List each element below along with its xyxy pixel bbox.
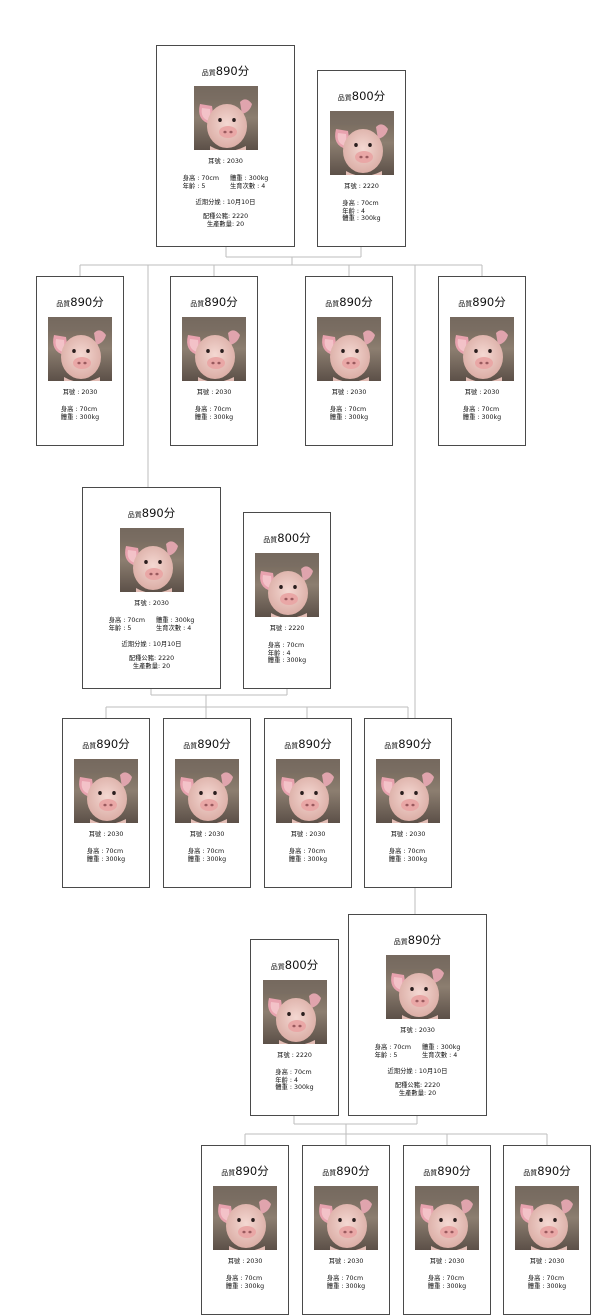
recent-birth: 近期分娩 : 10月10日	[121, 641, 182, 648]
pig-photo	[48, 317, 112, 381]
ear-tag: 耳號 : 2030	[464, 389, 500, 396]
ear-tag: 耳號 : 2030	[189, 831, 225, 838]
quality-score: 品質890分	[201, 64, 250, 78]
quality-score: 品質800分	[337, 89, 386, 103]
recent-birth: 近期分娩 : 10月10日	[387, 1068, 448, 1075]
pig-photo	[213, 1186, 277, 1250]
quality-score: 品質890分	[82, 737, 130, 751]
pig-photo	[175, 759, 239, 823]
pig-photo	[120, 528, 184, 592]
ear-tag: 耳號 : 2030	[290, 831, 326, 838]
ear-tag: 耳號 : 2030	[196, 389, 232, 396]
ear-tag: 耳號 : 2030	[88, 831, 124, 838]
quality-score: 品質890分	[384, 737, 432, 751]
quality-score: 品質890分	[284, 737, 332, 751]
quality-score: 品質800分	[263, 531, 311, 545]
pig-photo	[276, 759, 340, 823]
pig-photo	[255, 553, 319, 617]
pig-photo	[415, 1186, 479, 1250]
pig-photo	[263, 980, 327, 1044]
pig-photo	[314, 1186, 378, 1250]
ear-tag: 耳號 : 2220	[277, 1052, 312, 1059]
ear-tag: 耳號 : 2030	[62, 389, 98, 396]
pig-photo	[515, 1186, 579, 1250]
ear-tag: 耳號 : 2030	[227, 1258, 263, 1265]
pig-photo	[376, 759, 440, 823]
ear-tag: 耳號 : 2030	[400, 1027, 435, 1034]
pig-photo	[450, 317, 514, 381]
ear-tag: 耳號 : 2030	[390, 831, 426, 838]
quality-score: 品質890分	[423, 1164, 471, 1178]
ear-tag: 耳號 : 2030	[328, 1258, 364, 1265]
quality-score: 品質890分	[183, 737, 231, 751]
ear-tag: 耳號 : 2030	[208, 158, 243, 165]
pig-photo	[317, 317, 381, 381]
ear-tag: 耳號 : 2220	[344, 183, 379, 190]
ear-tag: 耳號 : 2030	[134, 600, 169, 607]
ear-tag: 耳號 : 2220	[269, 625, 305, 632]
pig-photo	[182, 317, 246, 381]
recent-birth: 近期分娩 : 10月10日	[195, 199, 256, 206]
ear-tag: 耳號 : 2030	[331, 389, 367, 396]
ear-tag: 耳號 : 2030	[429, 1258, 465, 1265]
pig-photo	[74, 759, 138, 823]
quality-score: 品質890分	[190, 295, 238, 309]
quality-score: 品質890分	[325, 295, 373, 309]
pig-photo	[194, 86, 258, 150]
quality-score: 品質890分	[322, 1164, 370, 1178]
quality-score: 品質800分	[270, 958, 319, 972]
ear-tag: 耳號 : 2030	[529, 1258, 565, 1265]
quality-score: 品質890分	[56, 295, 104, 309]
pig-photo	[386, 955, 450, 1019]
pig-photo	[330, 111, 394, 175]
quality-score: 品質890分	[393, 933, 442, 947]
quality-score: 品質890分	[221, 1164, 269, 1178]
quality-score: 品質890分	[127, 506, 176, 520]
quality-score: 品質890分	[523, 1164, 571, 1178]
quality-score: 品質890分	[458, 295, 506, 309]
